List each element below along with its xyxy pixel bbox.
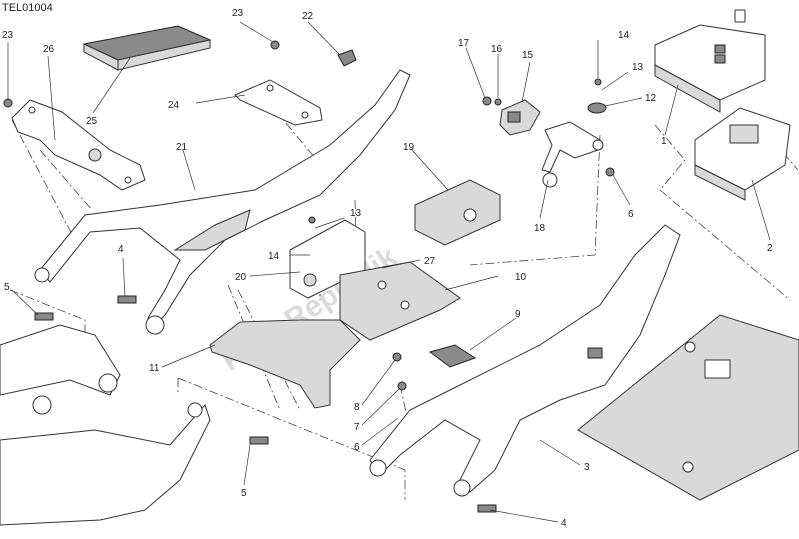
- callout-labels: 23 26 25 21 23 22 24 17 16 15 14 13 12 1…: [2, 8, 773, 529]
- callout-3: 3: [584, 462, 590, 473]
- plate-part-24: [234, 79, 323, 126]
- plate-holder-part: [577, 314, 799, 501]
- callout-13-mid: 13: [350, 208, 362, 219]
- callout-14-mid: 14: [268, 251, 280, 262]
- callout-4-low: 4: [561, 518, 567, 529]
- callout-10: 10: [515, 272, 527, 283]
- callout-24: 24: [168, 100, 180, 111]
- grommet-part-12: [587, 102, 607, 114]
- callout-22: 22: [302, 11, 314, 22]
- callout-17: 17: [458, 38, 470, 49]
- callout-6: 6: [628, 209, 634, 220]
- callout-18: 18: [534, 223, 546, 234]
- callout-23-top: 23: [232, 8, 244, 19]
- callout-27: 27: [424, 256, 436, 267]
- callout-26: 26: [43, 44, 55, 55]
- callout-2: 2: [767, 243, 773, 254]
- callout-19: 19: [403, 142, 415, 153]
- callout-6-low: 6: [354, 442, 360, 453]
- callout-13: 13: [632, 62, 644, 73]
- diagram-code: TEL01004: [2, 2, 53, 14]
- ecu-cover-part: [654, 9, 766, 113]
- callout-11: 11: [149, 363, 160, 374]
- callout-4: 4: [118, 244, 124, 255]
- sensor-part-15: [499, 99, 541, 136]
- leader-lines: [7, 21, 771, 523]
- main-frame-section: [0, 324, 211, 526]
- callout-5-low: 5: [241, 488, 247, 499]
- screws: [3, 40, 615, 513]
- ecu-part: [694, 107, 791, 201]
- callout-12: 12: [645, 93, 657, 104]
- callout-5: 5: [4, 282, 10, 293]
- tray-part-10: [339, 261, 461, 341]
- callout-14: 14: [618, 30, 630, 41]
- callout-1: 1: [661, 136, 667, 147]
- callout-20: 20: [235, 272, 247, 283]
- callout-9: 9: [515, 309, 521, 320]
- bracket-part-26: [11, 99, 146, 191]
- rear-subframe-part-3: [369, 224, 681, 497]
- bracket-part-18: [541, 121, 604, 188]
- callout-8: 8: [354, 402, 360, 413]
- rubber-part-22: [337, 49, 357, 67]
- callout-16: 16: [491, 44, 503, 55]
- callout-23: 23: [2, 30, 14, 41]
- fender-part-11: [209, 319, 361, 409]
- grille-part-9: [428, 344, 477, 368]
- callout-25: 25: [86, 116, 98, 127]
- callout-7: 7: [354, 422, 360, 433]
- pad-part-19: [414, 179, 501, 246]
- callout-21: 21: [176, 142, 188, 153]
- rear-subframe-part: [34, 69, 411, 335]
- owners-manual-part: [82, 25, 212, 71]
- callout-15: 15: [522, 50, 534, 61]
